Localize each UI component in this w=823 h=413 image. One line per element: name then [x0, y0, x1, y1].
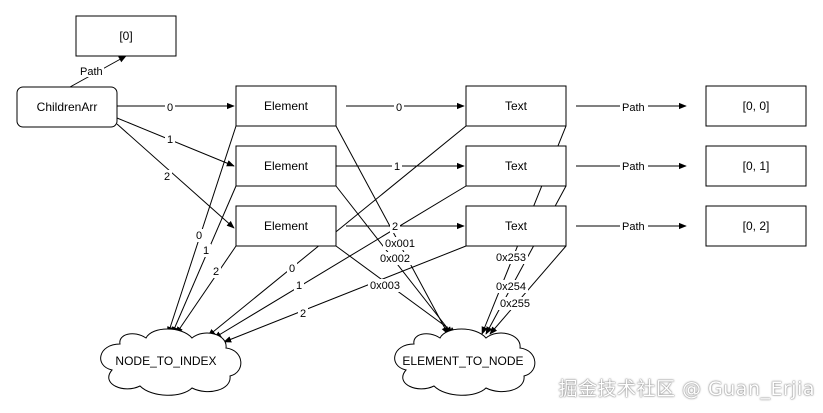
- node-text-2: Text: [465, 205, 567, 247]
- label-element-2-to-node: 0x003: [370, 280, 400, 292]
- label-text-0-to-path: Path: [622, 102, 645, 114]
- node-element-2: Element: [235, 205, 337, 247]
- edge-text-1-to-index: [213, 185, 467, 339]
- node-path-0-0: [0, 0]: [705, 85, 807, 127]
- nodes: [0] ChildrenArr Element Element Element …: [16, 15, 807, 396]
- label-element-0-to-node: 0x001: [385, 238, 415, 250]
- node-path-0-2-label: [0, 2]: [743, 219, 770, 233]
- label-text-2-to-node: 0x255: [500, 298, 530, 310]
- node-node-to-index: NODE_TO_INDEX: [100, 328, 242, 396]
- label-children-to-root: Path: [80, 66, 103, 78]
- node-element-to-node-label: ELEMENT_TO_NODE: [402, 354, 523, 368]
- node-element-0: Element: [235, 85, 337, 127]
- label-text-0-to-node: 0x253: [496, 252, 526, 264]
- label-element-1-to-index: 1: [203, 245, 209, 257]
- label-text-1-to-node: 0x254: [496, 281, 526, 293]
- label-children-to-element-1: 1: [167, 134, 173, 146]
- edge-text-2-to-index: [223, 245, 467, 343]
- edge-element-2-to-index: [175, 245, 237, 335]
- label-text-2-to-path: Path: [622, 221, 645, 233]
- node-text-1: Text: [465, 145, 567, 187]
- label-element-1-to-text-1: 1: [394, 161, 400, 173]
- edge-labels: Path 0 1 2 0 1 2 Path Path Path 0 1 2 0 …: [78, 64, 648, 320]
- node-element-to-node: ELEMENT_TO_NODE: [394, 328, 536, 396]
- label-text-2-to-index: 2: [300, 308, 306, 320]
- node-path-0-1: [0, 1]: [705, 145, 807, 187]
- node-path-0-0-label: [0, 0]: [743, 99, 770, 113]
- node-root-path: [0]: [75, 15, 177, 57]
- node-text-0-label: Text: [505, 99, 528, 113]
- label-element-1-to-node: 0x002: [380, 253, 410, 265]
- label-element-0-to-index: 0: [196, 230, 202, 242]
- watermark: 掘金技术社区 @ Guan_Erjia: [558, 378, 815, 400]
- label-element-2-to-index: 2: [213, 266, 219, 278]
- edge-text-0-to-index: [207, 125, 467, 337]
- node-text-1-label: Text: [505, 159, 528, 173]
- node-root-path-label: [0]: [119, 29, 132, 43]
- node-element-1-label: Element: [264, 159, 309, 173]
- node-element-0-label: Element: [264, 99, 309, 113]
- node-text-0: Text: [465, 85, 567, 127]
- label-children-to-element-2: 2: [164, 171, 170, 183]
- label-children-to-element-0: 0: [167, 102, 173, 114]
- edge-children-to-element-2: [116, 123, 235, 229]
- node-element-2-label: Element: [264, 219, 309, 233]
- node-path-0-2: [0, 2]: [705, 205, 807, 247]
- node-children-arr: ChildrenArr: [16, 86, 118, 128]
- edges: [69, 55, 687, 343]
- label-text-1-to-index: 1: [296, 280, 302, 292]
- edge-element-1-to-index: [171, 185, 237, 335]
- node-node-to-index-label: NODE_TO_INDEX: [115, 354, 216, 368]
- node-path-0-1-label: [0, 1]: [743, 159, 770, 173]
- label-element-2-to-text-2: 2: [392, 221, 398, 233]
- edge-children-to-element-1: [116, 117, 235, 167]
- node-text-2-label: Text: [505, 219, 528, 233]
- node-children-arr-label: ChildrenArr: [37, 100, 98, 114]
- node-element-1: Element: [235, 145, 337, 187]
- label-text-0-to-index: 0: [289, 263, 295, 275]
- label-text-1-to-path: Path: [622, 161, 645, 173]
- label-element-0-to-text-0: 0: [396, 102, 402, 114]
